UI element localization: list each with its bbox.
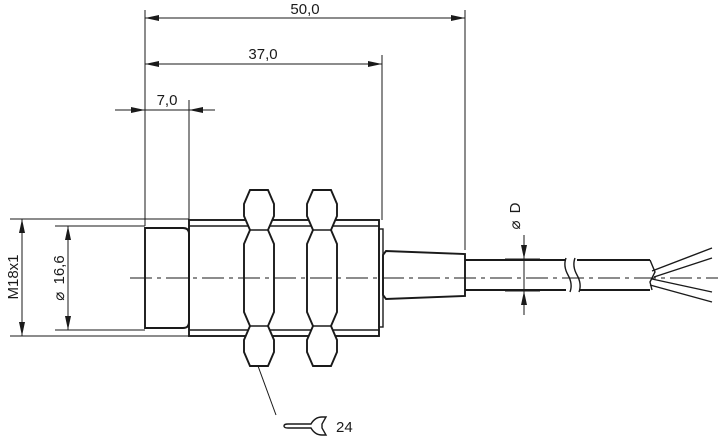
thread-label: M18x1: [5, 254, 22, 299]
extension-lines: [10, 10, 540, 337]
threaded-body: [188, 219, 384, 337]
tip-length-label: 7,0: [157, 92, 178, 109]
cable: [465, 247, 713, 303]
dimension-tip-length: 7,0: [115, 92, 215, 113]
cable-diameter-symbol: ⌀: [507, 220, 524, 229]
dimension-tip-diameter: ⌀ 16,6: [51, 226, 71, 330]
diameter-symbol: ⌀: [51, 292, 68, 301]
open-wrench-icon: [283, 416, 328, 436]
wrench-size-label: 24: [336, 419, 353, 436]
cable-strain-relief: [382, 250, 466, 300]
wrench-callout: 24: [257, 365, 353, 436]
cable-diameter-label: D: [507, 202, 524, 213]
overall-length-label: 50,0: [290, 1, 319, 18]
body-length-label: 37,0: [248, 46, 277, 63]
svg-text:⌀ 16,6: ⌀ 16,6: [51, 255, 68, 300]
dimension-body-length: 37,0: [145, 46, 382, 67]
dimension-overall-length: 50,0: [145, 1, 465, 21]
dimension-thread: M18x1: [5, 219, 25, 336]
svg-text:⌀ D: ⌀ D: [507, 202, 524, 229]
dimension-cable-diameter: ⌀ D: [507, 202, 527, 315]
tip-diameter-label: 16,6: [51, 255, 68, 284]
